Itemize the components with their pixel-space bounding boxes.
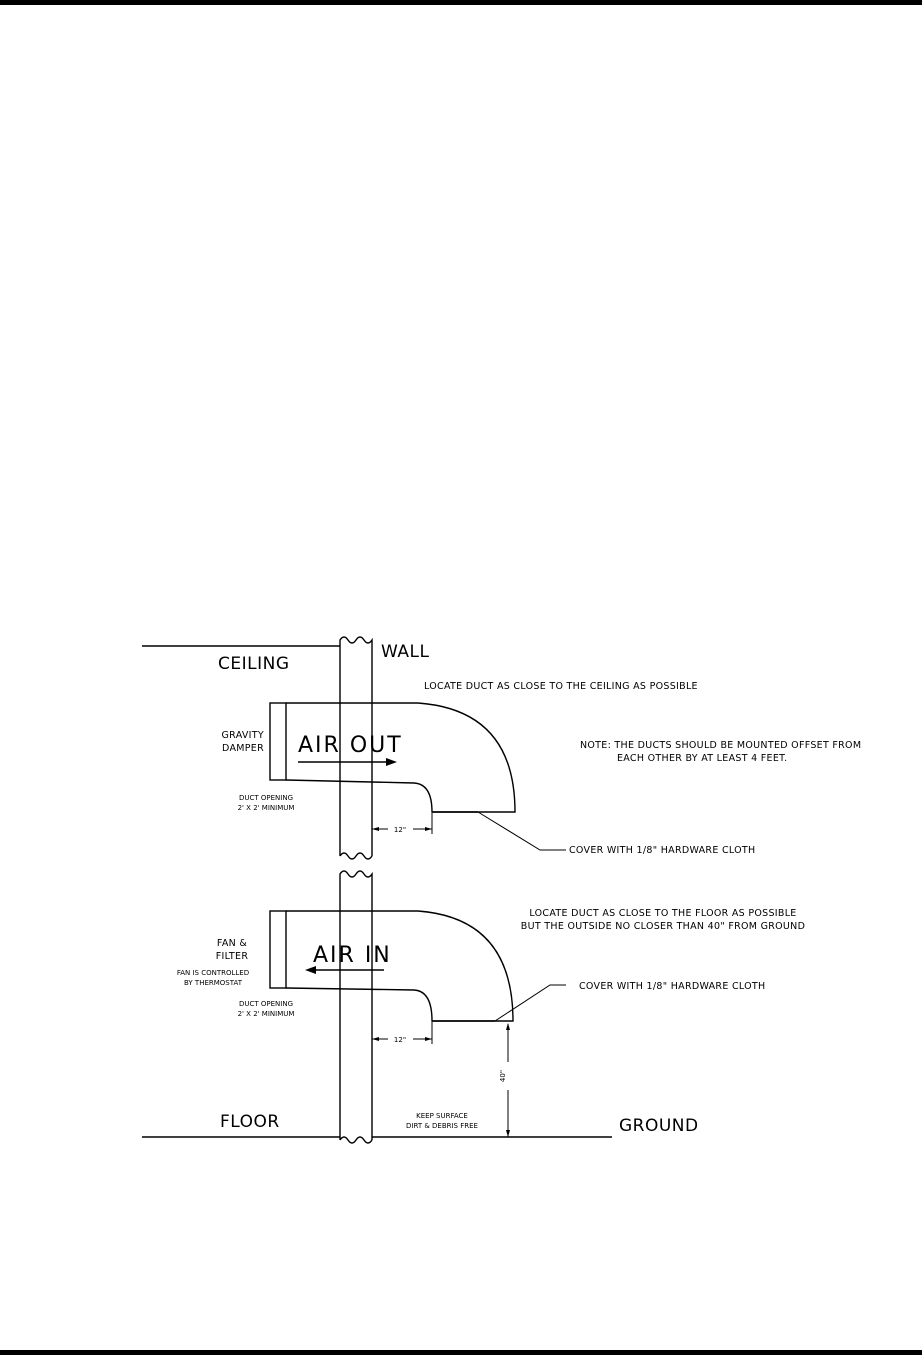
air-out-arrow-head xyxy=(386,758,397,766)
air-in-label: AIR IN xyxy=(313,943,392,968)
ground-label: GROUND xyxy=(619,1116,699,1136)
top-page-rule xyxy=(0,0,922,5)
wall-upper-section xyxy=(339,636,373,860)
gravity-label: GRAVITY xyxy=(222,730,264,741)
fan-control-note-1: FAN IS CONTROLLED xyxy=(177,969,249,977)
fan-filter-box xyxy=(269,910,287,989)
upper-duct-opening-line-1: DUCT OPENING xyxy=(239,794,293,802)
gravity-damper xyxy=(269,702,287,781)
fan-label: FAN & xyxy=(217,938,247,949)
surface-note-1: KEEP SURFACE xyxy=(416,1112,468,1120)
air-out-label: AIR OUT xyxy=(298,733,403,758)
upper-dimension-12in: 12" xyxy=(394,826,406,834)
lower-cover-note: COVER WITH 1/8" HARDWARE CLOTH xyxy=(579,981,765,992)
upper-cover-note: COVER WITH 1/8" HARDWARE CLOTH xyxy=(569,845,755,856)
upper-cover-leader xyxy=(477,811,566,851)
lower-dimension-12in: 12" xyxy=(394,1036,406,1044)
lower-duct-opening-line-1: DUCT OPENING xyxy=(239,1000,293,1008)
wall-lower-section xyxy=(339,870,373,1144)
lower-duct-opening-line-2: 2' X 2' MINIMUM xyxy=(238,1010,295,1018)
offset-note-line-1: NOTE: THE DUCTS SHOULD BE MOUNTED OFFSET… xyxy=(580,740,861,751)
ceiling-label: CEILING xyxy=(218,654,290,674)
air-in-arrow-head xyxy=(305,966,316,974)
floor-placement-note-2: BUT THE OUTSIDE NO CLOSER THAN 40" FROM … xyxy=(521,921,805,932)
lower-duct-air-in xyxy=(269,910,566,1137)
ceiling-placement-note: LOCATE DUCT AS CLOSE TO THE CEILING AS P… xyxy=(424,681,698,692)
floor-placement-note-1: LOCATE DUCT AS CLOSE TO THE FLOOR AS POS… xyxy=(529,908,796,919)
wall-label: WALL xyxy=(381,642,429,662)
bottom-page-rule xyxy=(0,1350,922,1355)
upper-duct-air-out xyxy=(269,702,566,851)
floor-label: FLOOR xyxy=(220,1112,280,1132)
lower-cover-leader xyxy=(494,984,566,1022)
upper-duct-opening-line-2: 2' X 2' MINIMUM xyxy=(238,804,295,812)
height-dimension-40in: 40" xyxy=(499,1070,507,1082)
damper-label: DAMPER xyxy=(222,743,264,754)
offset-note-line-2: EACH OTHER BY AT LEAST 4 FEET. xyxy=(617,753,787,764)
surface-note-2: DIRT & DEBRIS FREE xyxy=(406,1122,478,1130)
filter-label: FILTER xyxy=(216,951,249,962)
fan-control-note-2: BY THERMOSTAT xyxy=(184,979,243,987)
